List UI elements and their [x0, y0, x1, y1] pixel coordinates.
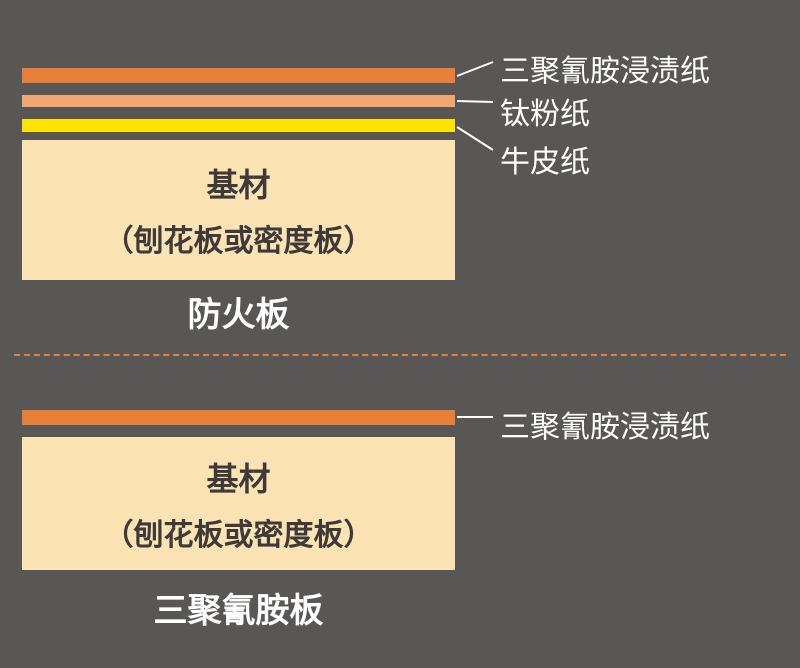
substrate-subtitle-top: （刨花板或密度板）	[103, 225, 374, 258]
dashed-divider	[14, 354, 786, 356]
connector-kraft-paper	[456, 126, 494, 151]
substrate-title-bottom: 基材	[206, 460, 271, 497]
caption-melamine-board: 三聚氰胺板	[153, 592, 324, 630]
layer-bar-titanium-powder-paper	[22, 95, 455, 107]
label-melamine-impregnated-paper-bottom: 三聚氰胺浸渍纸	[500, 411, 710, 444]
substrate-title-top: 基材	[206, 167, 271, 203]
substrate-subtitle-bottom: （刨花板或密度板）	[103, 518, 374, 552]
caption-fireproof-board: 防火板	[187, 296, 290, 334]
substrate-block-bottom: 基材 （刨花板或密度板）	[22, 437, 455, 570]
substrate-block-top: 基材 （刨花板或密度板）	[22, 140, 455, 280]
layer-bar-melamine-impregnated-paper-top	[22, 68, 455, 83]
label-melamine-impregnated-paper-top: 三聚氰胺浸渍纸	[500, 55, 710, 88]
label-kraft-paper: 牛皮纸	[500, 146, 590, 179]
label-titanium-powder-paper: 钛粉纸	[500, 98, 590, 131]
layer-bar-melamine-impregnated-paper-bottom	[22, 410, 455, 425]
connector-titanium-paper	[456, 100, 494, 103]
layer-bar-kraft-paper	[22, 119, 455, 132]
connector-melamine-paper-top	[456, 61, 494, 77]
